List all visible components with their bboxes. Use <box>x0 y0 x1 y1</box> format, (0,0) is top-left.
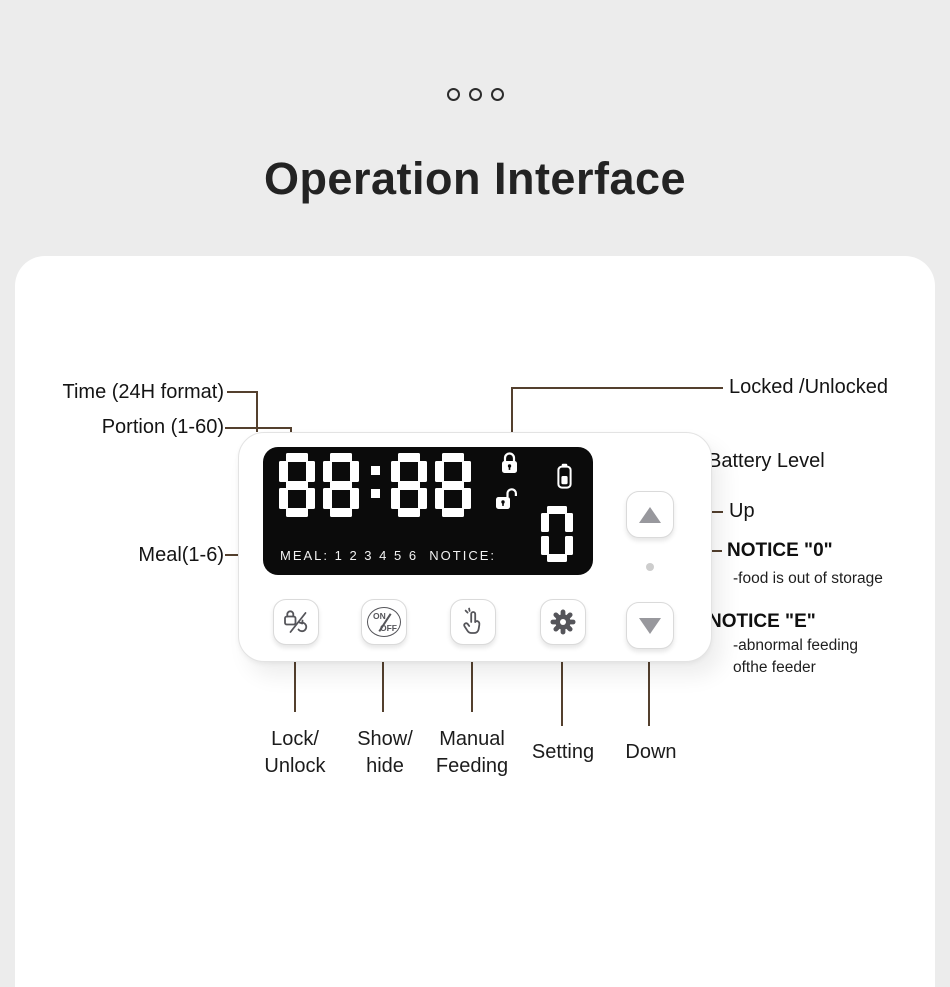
meal-indicator-row: MEAL: 1 2 3 4 5 6 NOTICE: <box>280 548 497 563</box>
label-notice-e-desc-2: ofthe feeder <box>733 659 816 676</box>
label-up: Up <box>729 500 755 522</box>
label-notice-0-desc: -food is out of storage <box>733 570 883 587</box>
callout-line-setting-button <box>561 650 563 726</box>
gear-icon <box>550 609 576 635</box>
up-button[interactable] <box>626 491 674 538</box>
label-meal: Meal(1-6) <box>138 544 224 566</box>
on-text: ON <box>373 611 386 621</box>
on-off-icon: ON OFF <box>367 607 401 637</box>
up-arrow-icon <box>639 506 661 523</box>
notice-digit <box>541 506 573 562</box>
callout-line-manual-button <box>471 650 473 712</box>
setting-button[interactable] <box>540 599 586 645</box>
callout-line-time <box>256 391 258 432</box>
page-title: Operation Interface <box>263 153 687 204</box>
callout-line-locked <box>511 387 513 448</box>
label-notice-e: NOTICE "E" <box>708 611 816 632</box>
label-line: Show/ <box>357 728 413 750</box>
callout-line-locked <box>511 387 723 389</box>
callout-line-portion <box>225 427 292 429</box>
label-line: Unlock <box>264 755 326 777</box>
label-portion: Portion (1-60) <box>101 416 224 438</box>
label-show-hide: Show/hide <box>333 726 437 780</box>
label-time-format: Time (24H format) <box>62 381 224 403</box>
label-notice-0: NOTICE "0" <box>727 540 833 561</box>
page-dot-icon <box>490 88 504 101</box>
label-line: Manual <box>439 728 505 750</box>
off-text: OFF <box>380 623 397 633</box>
unlocked-icon <box>496 488 517 509</box>
locked-icon <box>502 452 517 473</box>
page-indicator-dots <box>0 88 950 101</box>
lock-unlock-icon <box>284 610 308 633</box>
callout-line-lock-button <box>294 650 296 712</box>
label-line: hide <box>366 755 404 777</box>
lock-unlock-button[interactable] <box>273 599 319 645</box>
feeder-control-panel: MEAL: 1 2 3 4 5 6 NOTICE: ON <box>238 432 712 662</box>
label-down: Down <box>625 741 677 763</box>
down-arrow-icon <box>639 617 661 634</box>
show-hide-button[interactable]: ON OFF <box>361 599 407 645</box>
callout-line-down-button <box>648 654 650 726</box>
indicator-dot <box>646 563 654 571</box>
label-battery-level: Battery Level <box>708 450 825 472</box>
label-line: Lock/ <box>271 728 319 750</box>
battery-icon <box>557 463 572 489</box>
time-digits <box>279 453 471 517</box>
page-dot-icon <box>446 88 460 101</box>
manual-feeding-button[interactable] <box>450 599 496 645</box>
down-button[interactable] <box>626 602 674 649</box>
page-dot-icon <box>468 88 482 101</box>
hand-tap-icon <box>463 607 481 634</box>
label-lock-unlock: Lock/Unlock <box>243 726 347 780</box>
label-line: Feeding <box>435 755 509 777</box>
callout-line-show-button <box>382 650 384 712</box>
led-display: MEAL: 1 2 3 4 5 6 NOTICE: <box>263 447 593 575</box>
label-notice-e-desc-1: -abnormal feeding <box>733 637 858 654</box>
callout-line-time <box>227 391 258 393</box>
label-setting: Setting <box>531 741 595 763</box>
label-locked-unlocked: Locked /Unlocked <box>729 376 888 398</box>
